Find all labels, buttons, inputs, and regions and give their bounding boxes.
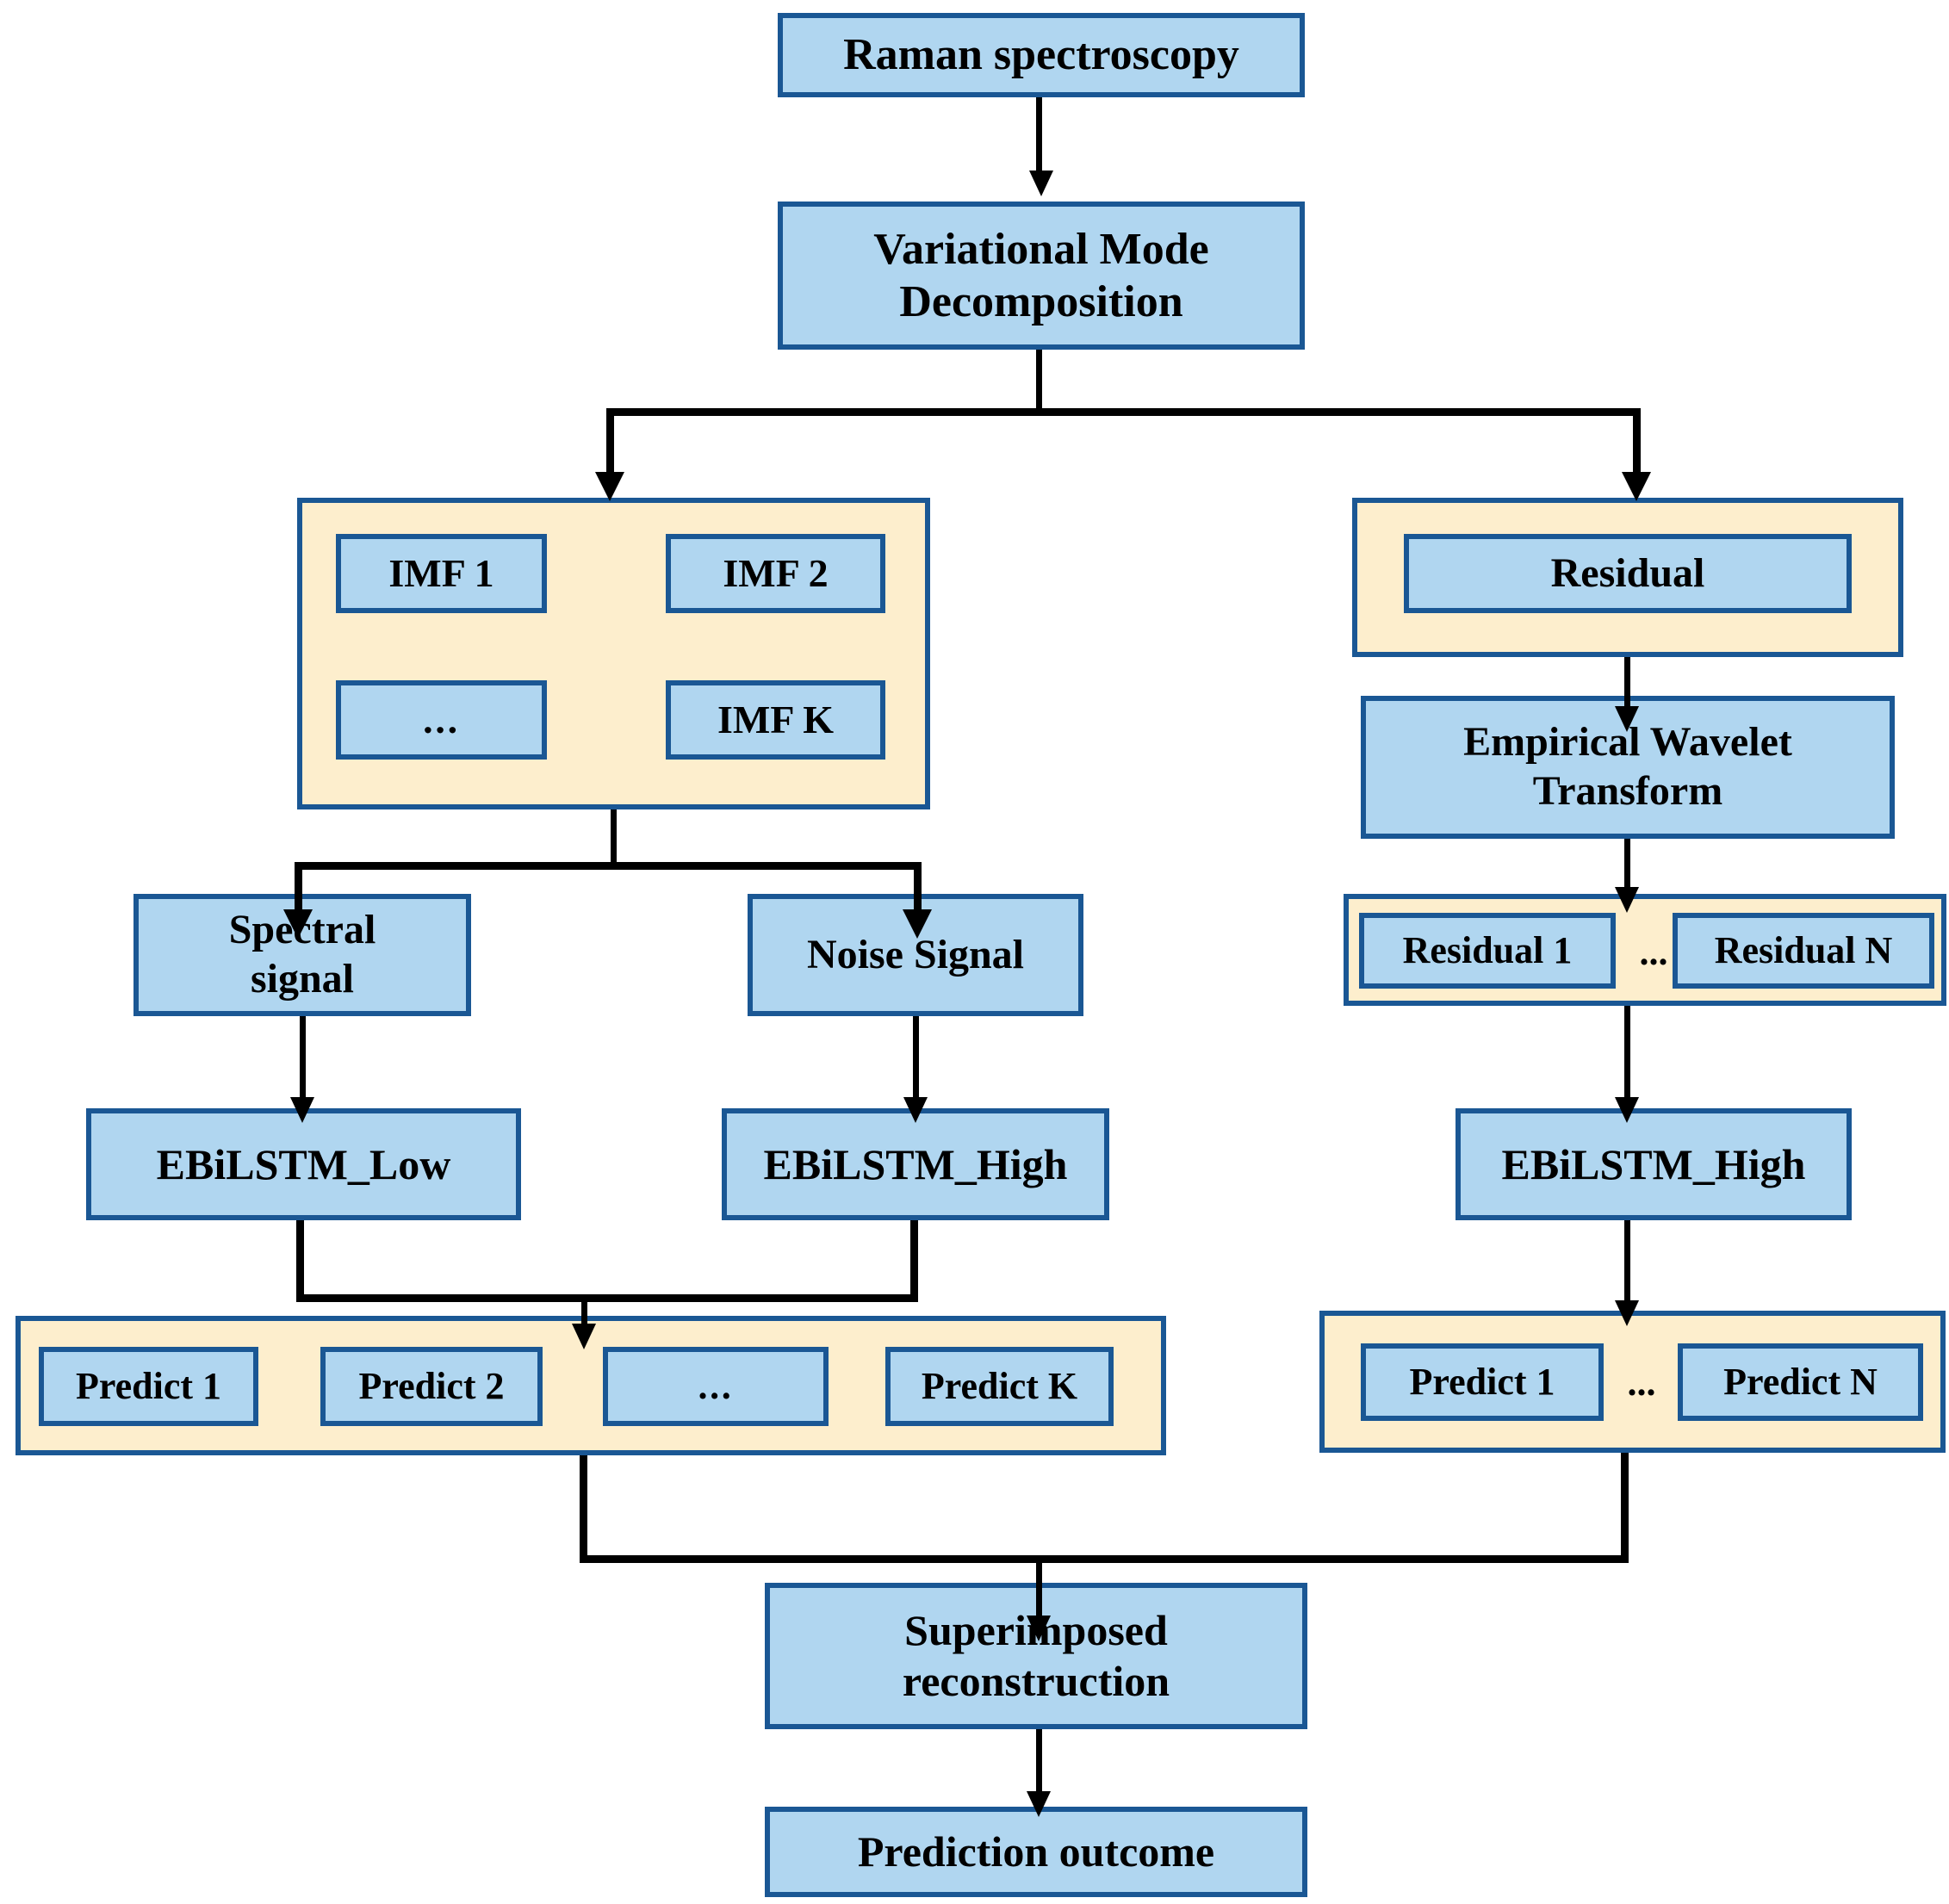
node-ebilstm-high-right[interactable]: EBiLSTM_High [1456,1108,1852,1220]
connector-imf-bus [295,862,922,870]
node-predict-ellipsis-left[interactable]: ... [603,1347,829,1426]
node-imf-k[interactable]: IMF K [666,680,885,760]
arrowhead-to-superimposed [1027,1616,1051,1641]
connector-imf-to-noise [914,862,922,915]
node-predict-1-left[interactable]: Predict 1 [39,1347,258,1426]
connector-predict-left-stem [581,1294,587,1330]
node-imf-ellipsis[interactable]: ... [336,680,547,760]
node-label-predict-k: Predict K [921,1365,1078,1408]
node-label-ebilstm-low: EBiLSTM_Low [156,1139,451,1188]
node-residual[interactable]: Residual [1404,534,1852,613]
arrowhead-superimposed-to-outcome [1027,1791,1051,1817]
arrowhead-vmd-to-residual [1622,472,1651,501]
connector-superimposed-bus [580,1555,1629,1563]
node-label-residual-ellipsis: ... [1639,930,1668,973]
connector-vmd-to-residual [1633,408,1641,477]
node-ebilstm-high-center[interactable]: EBiLSTM_High [722,1108,1109,1220]
arrowhead-to-predict-right [1615,1300,1639,1326]
connector-predict-left-bus [296,1294,918,1302]
connector-predict-right-down [1621,1453,1629,1563]
arrowhead-raman-to-vmd [1029,171,1053,196]
arrowhead-noise-to-ebilstm-high [903,1097,928,1123]
node-label-empirical-wavelet-transform: Empirical Wavelet Transform [1463,719,1792,814]
connector-noise-to-ebilstm-high [913,1016,919,1102]
node-label-residual-1: Residual 1 [1402,929,1573,972]
connector-vmd-to-imf [606,408,614,477]
node-label-predict-n: Predict N [1723,1361,1878,1404]
connector-residual-parts-to-ebilstm-high [1624,1006,1630,1102]
connector-vmd-bus [606,408,1640,416]
node-label-predict-2-left: Predict 2 [358,1365,505,1408]
connector-superimposed-to-outcome [1036,1729,1042,1800]
node-label-spectral-signal: Spectral signal [228,907,376,1002]
node-label-prediction-outcome: Prediction outcome [857,1827,1215,1876]
connector-predict-left-down [580,1455,587,1563]
node-label-imf-ellipsis: ... [423,697,460,741]
connector-raman-to-vmd [1036,97,1042,175]
node-predict-n[interactable]: Predict N [1678,1343,1923,1421]
arrowhead-ewt-to-residual-parts [1615,887,1639,913]
node-residual-n[interactable]: Residual N [1673,913,1934,989]
node-predict-k[interactable]: Predict K [885,1347,1114,1426]
node-imf-1[interactable]: IMF 1 [336,534,547,613]
arrowhead-residual-to-ewt [1615,706,1639,732]
node-variational-mode-decomposition[interactable]: Variational Mode Decomposition [778,202,1305,350]
node-predict-2-left[interactable]: Predict 2 [320,1347,543,1426]
node-raman-spectroscopy[interactable]: Raman spectroscopy [778,13,1305,97]
connector-imf-to-spectral [295,862,302,915]
arrowhead-imf-to-spectral [283,909,313,939]
node-prediction-outcome[interactable]: Prediction outcome [765,1807,1307,1897]
node-label-residual: Residual [1550,549,1705,596]
connector-ebilstm-high-right-down [1624,1220,1630,1306]
node-ebilstm-low[interactable]: EBiLSTM_Low [86,1108,521,1220]
node-label-imf-k: IMF K [717,697,834,741]
connector-residual-to-ewt [1624,657,1630,710]
node-label-variational-mode-decomposition: Variational Mode Decomposition [873,224,1209,326]
node-label-ebilstm-high-right: EBiLSTM_High [1501,1139,1806,1188]
connector-superimposed-stem [1036,1555,1042,1622]
connector-ebilstm-high-center-down [910,1220,918,1302]
node-label-imf-1: IMF 1 [388,550,494,595]
node-label-ebilstm-high-center: EBiLSTM_High [763,1139,1068,1188]
arrowhead-imf-to-noise [903,909,932,939]
arrowhead-residual-parts-to-ebilstm-high [1615,1097,1639,1123]
connector-ewt-to-residual-parts [1624,839,1630,892]
node-label-imf-2: IMF 2 [723,550,829,595]
node-residual-1[interactable]: Residual 1 [1359,913,1616,989]
arrowhead-vmd-to-imf [595,472,624,501]
node-label-predict-1-right: Predict 1 [1409,1361,1555,1404]
connector-vmd-stem [1036,350,1042,413]
node-label-predict-1-left: Predict 1 [75,1365,222,1408]
node-label-residual-n: Residual N [1714,929,1893,972]
node-imf-2[interactable]: IMF 2 [666,534,885,613]
node-predict-1-right[interactable]: Predict 1 [1361,1343,1604,1421]
arrowhead-to-predict-left [572,1324,596,1349]
arrowhead-spectral-to-ebilstm-low [290,1097,314,1123]
node-label-predict-ellipsis-right: ... [1627,1361,1656,1404]
connector-spectral-to-ebilstm-low [300,1016,306,1102]
connector-imf-stem [611,809,617,868]
node-label-noise-signal: Noise Signal [806,931,1025,977]
connector-ebilstm-low-down [296,1220,304,1302]
node-label-predict-ellipsis-left: ... [698,1365,734,1408]
node-label-raman-spectroscopy: Raman spectroscopy [843,30,1239,80]
